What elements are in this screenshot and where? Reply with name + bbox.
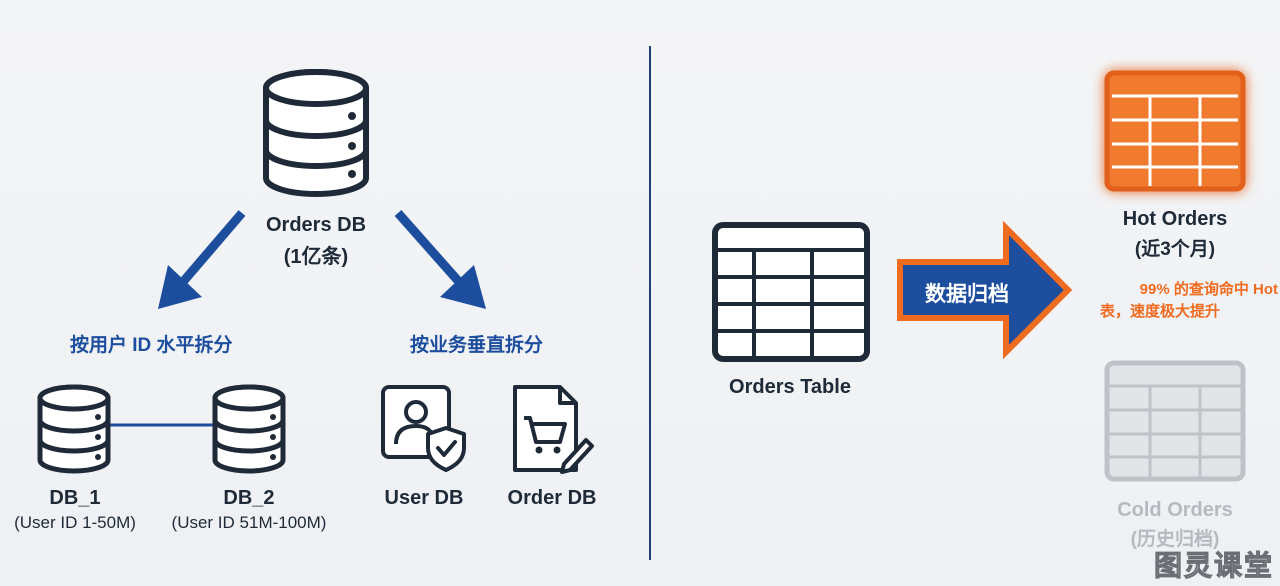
db1-subtitle: (User ID 1-50M) xyxy=(14,513,136,532)
panel-divider xyxy=(649,46,651,560)
hot-orders-title: Hot Orders xyxy=(1122,208,1228,230)
vertical-split-label: 按业务垂直拆分 xyxy=(410,335,544,356)
archive-arrow-label: 数据归档 xyxy=(925,283,1009,306)
shard-connector xyxy=(100,423,220,427)
hot-table-icon[interactable] xyxy=(1104,70,1246,192)
arrow-down-right-icon xyxy=(394,210,486,309)
source-db-title: Orders DB xyxy=(265,214,367,236)
horizontal-split-label: 按用户 ID 水平拆分 xyxy=(70,335,233,356)
user-shield-icon xyxy=(381,385,466,472)
arrow-down-left-icon xyxy=(158,210,246,309)
db2-title: DB_2 xyxy=(223,487,275,509)
hot-orders-subtitle: (近3个月) xyxy=(1134,239,1216,260)
orders-table-title: Orders Table xyxy=(729,376,851,398)
archive-arrow-icon[interactable] xyxy=(896,220,1073,360)
database-icon xyxy=(37,384,111,474)
cold-orders-subtitle: (历史归档) xyxy=(1130,529,1220,550)
cold-table-icon[interactable] xyxy=(1104,360,1246,482)
hot-orders-note-line1: 99% 的查询命中 Hot xyxy=(1139,281,1278,298)
source-db-subtitle: (1亿条) xyxy=(283,246,349,268)
table-icon xyxy=(712,222,870,362)
watermark: 图灵课堂 xyxy=(1153,550,1274,582)
user-db-title: User DB xyxy=(384,487,464,509)
db2-subtitle: (User ID 51M-100M) xyxy=(171,513,327,532)
db1-title: DB_1 xyxy=(49,487,101,509)
order-db-title: Order DB xyxy=(507,487,597,509)
order-document-icon xyxy=(513,385,594,474)
cold-orders-title: Cold Orders xyxy=(1117,499,1233,521)
database-icon xyxy=(212,384,286,474)
database-icon xyxy=(263,69,369,197)
hot-orders-note-line2: 表，速度极大提升 xyxy=(1100,303,1221,320)
